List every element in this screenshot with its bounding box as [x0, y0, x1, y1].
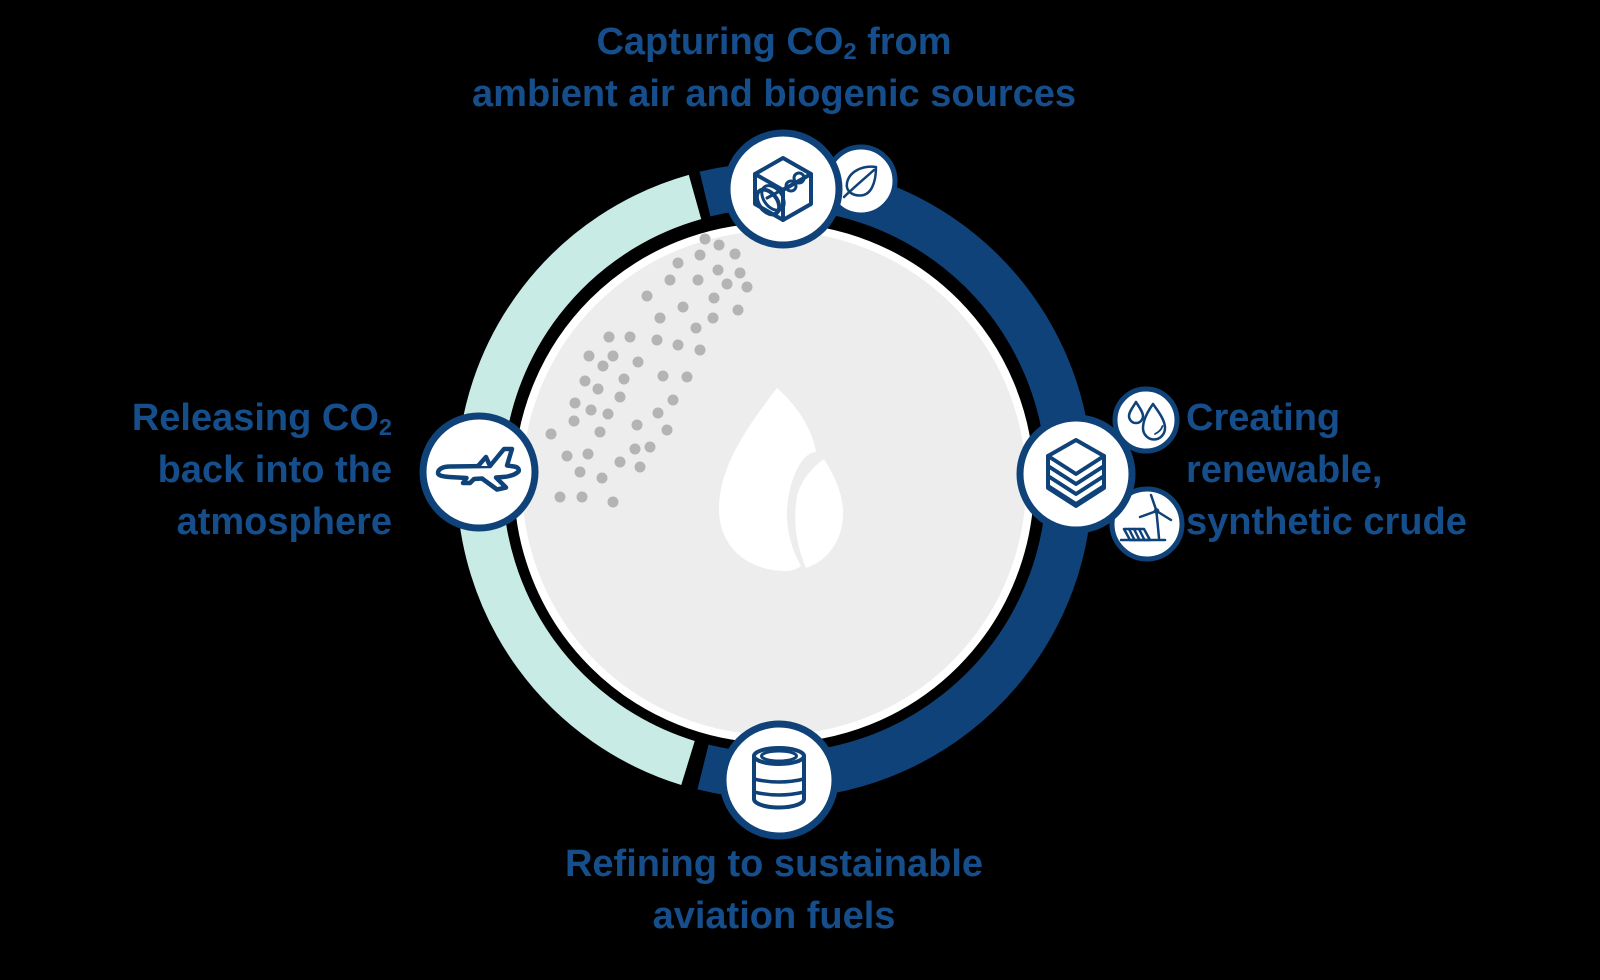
co2-particle-dot: [576, 491, 588, 503]
label-refining-fuels: Refining to sustainable aviation fuels: [364, 838, 1184, 942]
co2-particle-dot: [561, 450, 573, 462]
oil-barrel-icon: [752, 746, 806, 810]
co2-particle-dot: [712, 264, 724, 276]
co2-particle-dot: [596, 472, 608, 484]
co2-particle-dot: [618, 373, 630, 385]
node-releasing: [419, 412, 539, 532]
co2-particle-dot: [708, 292, 720, 304]
label-creating-crude: Creating renewable, synthetic crude: [1186, 392, 1566, 548]
label-line: Creating: [1186, 397, 1341, 439]
co2-particle-dot: [641, 290, 653, 302]
co2-particle-dot: [734, 267, 746, 279]
co2-particle-dot: [569, 397, 581, 409]
co2-particle-dot: [657, 370, 669, 382]
flame-icon: [719, 388, 844, 571]
co2-particle-dot: [582, 448, 594, 460]
co2-particle-dot: [707, 312, 719, 324]
co2-particle-dot: [614, 391, 626, 403]
airplane-icon: [435, 446, 522, 492]
co2-particle-dot: [692, 274, 704, 286]
co2-particle-dot: [721, 278, 733, 290]
label-capturing-co2: Capturing CO2 from ambient air and biogen…: [364, 16, 1184, 120]
label-line: ambient air and biogenic sources: [472, 73, 1076, 115]
label-line: Capturing CO2 from: [596, 21, 952, 65]
wind-solar-icon: [1119, 493, 1173, 542]
co2-particle-dot: [677, 301, 689, 313]
co2-particle-dot: [699, 233, 711, 245]
co2-particle-dot: [568, 415, 580, 427]
co2-particle-dot: [732, 304, 744, 316]
co2-dots: [545, 233, 753, 508]
co2-particle-dot: [607, 350, 619, 362]
co2-particle-dot: [603, 331, 615, 343]
co2-particle-dot: [690, 322, 702, 334]
co2-particle-dot: [667, 394, 679, 406]
co2-particle-dot: [654, 312, 666, 324]
label-line: back into the: [157, 449, 392, 491]
water-drops-icon: [1127, 400, 1167, 441]
label-line: atmosphere: [176, 501, 392, 543]
co2-particle-dot: [607, 496, 619, 508]
co2-particle-dot: [602, 408, 614, 420]
node-refining: [719, 720, 839, 840]
label-line: Refining to sustainable: [564, 843, 984, 885]
leaf-satellite: [824, 144, 898, 218]
co2-particle-dot: [652, 407, 664, 419]
co2-particle-dot: [634, 461, 646, 473]
co2-particle-dot: [664, 274, 676, 286]
co2-particle-dot: [741, 281, 753, 293]
node-capturing: [723, 129, 843, 249]
co2-particle-dot: [661, 424, 673, 436]
co2-particle-dot: [594, 426, 606, 438]
label-line: aviation fuels: [652, 895, 896, 937]
co2-particle-dot: [672, 257, 684, 269]
water-satellite: [1112, 386, 1180, 454]
co2-particle-dot: [713, 239, 725, 251]
co2-particle-dot: [574, 466, 586, 478]
dac-unit-icon: [753, 156, 813, 222]
co2-particle-dot: [694, 249, 706, 261]
co2-particle-dot: [629, 443, 641, 455]
node-creating: [1016, 414, 1136, 534]
co2-particle-dot: [583, 350, 595, 362]
label-line: Releasing CO2: [131, 397, 392, 441]
co2-particle-dot: [631, 419, 643, 431]
co2-particle-dot: [592, 383, 604, 395]
co2-particle-dot: [644, 441, 656, 453]
renewable-energy-satellite: [1109, 486, 1185, 562]
co2-particle-dot: [545, 428, 557, 440]
co2-particle-dot: [651, 334, 663, 346]
label-line: synthetic crude: [1186, 501, 1467, 543]
co2-particle-dot: [579, 375, 591, 387]
flame-large-petal: [719, 388, 816, 571]
co2-particle-dot: [632, 356, 644, 368]
co2-particle-dot: [614, 456, 626, 468]
node-circle: [719, 720, 839, 840]
flame-small-petal: [795, 459, 844, 568]
satellite-circle: [1109, 486, 1185, 562]
co2-particle-dot: [694, 344, 706, 356]
co2-particle-dot: [672, 339, 684, 351]
leaf-icon: [842, 165, 878, 199]
label-releasing-co2: Releasing CO2 back into the atmosphere: [52, 392, 392, 548]
co2-particle-dot: [554, 491, 566, 503]
co2-particle-dot: [624, 331, 636, 343]
co2-particle-dot: [729, 248, 741, 260]
synthetic-crude-stack-icon: [1046, 438, 1106, 508]
label-line: renewable,: [1186, 449, 1383, 491]
co2-particle-dot: [597, 360, 609, 372]
co2-particle-dot: [585, 404, 597, 416]
co2-particle-dot: [681, 371, 693, 383]
